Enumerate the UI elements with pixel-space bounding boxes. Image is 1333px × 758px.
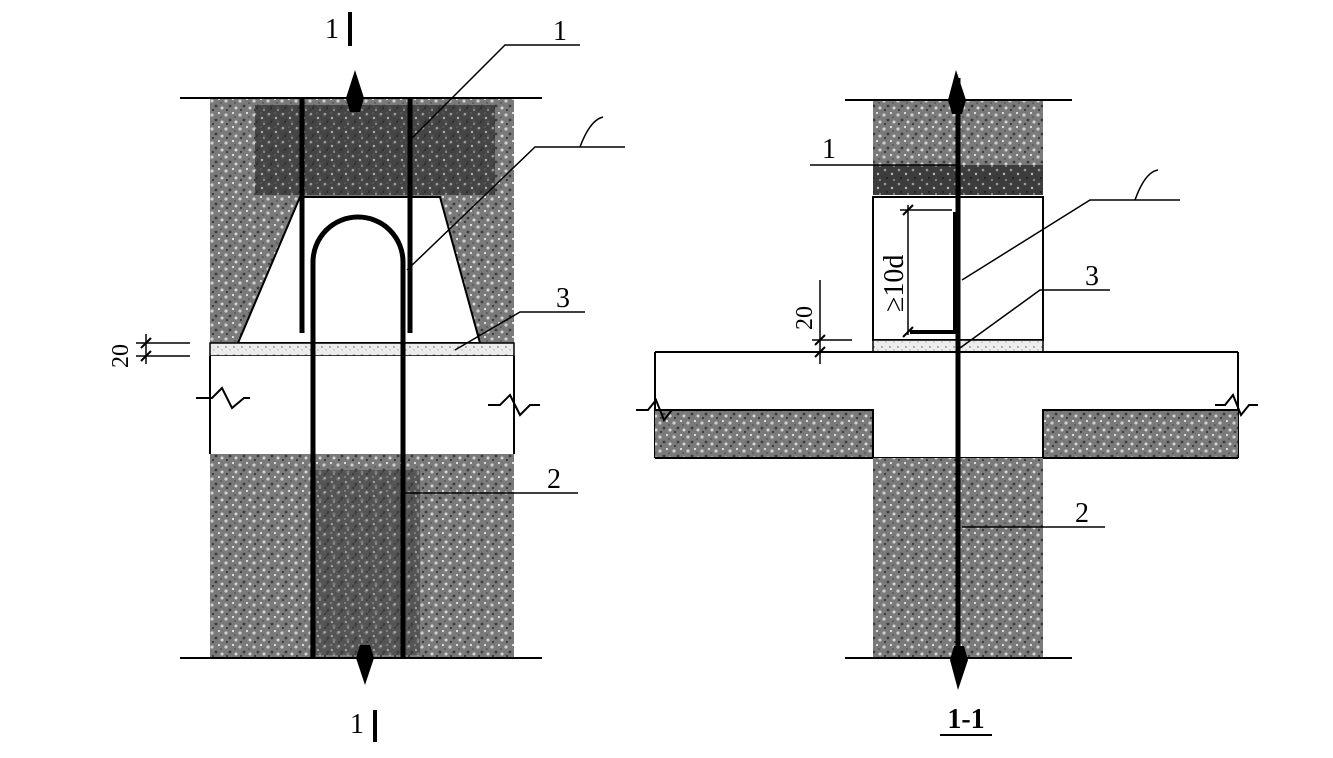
- right-l-bar: [910, 212, 957, 334]
- left-section-mark-bottom: 1: [350, 709, 364, 740]
- left-callout-1: 1: [553, 16, 567, 47]
- right-callout-1: 1: [822, 134, 836, 165]
- right-section-caption: 1-1: [947, 704, 984, 735]
- right-dim-tick-1: [814, 334, 826, 346]
- right-leader-weld: [961, 199, 1180, 281]
- left-leader-3: [454, 311, 585, 351]
- right-break-symbol-left: [636, 398, 680, 422]
- left-leader-weld: [406, 146, 625, 271]
- left-callout-3: 3: [556, 283, 570, 314]
- right-weld-symbol: [1134, 169, 1159, 201]
- left-weld-symbol: [579, 116, 604, 148]
- left-section-mark-top: 1: [325, 14, 339, 45]
- right-top-break-arrow: [948, 70, 966, 114]
- right-leader-3: [959, 289, 1110, 349]
- left-dim-tick-2: [140, 350, 152, 362]
- left-view: [136, 12, 625, 742]
- left-top-break-arrow: [346, 70, 364, 112]
- right-slab-hatched-right: [1043, 410, 1238, 458]
- right-anchorage-note: ≥10d: [879, 255, 910, 312]
- left-mortar-bed: [209, 342, 515, 357]
- left-leader-1: [409, 44, 580, 141]
- left-dim-tick-1: [140, 337, 152, 349]
- left-upper-wall-dark-zone: [255, 105, 495, 195]
- left-bottom-break-arrow: [356, 645, 374, 685]
- right-bottom-break-arrow: [950, 646, 968, 690]
- right-dimension-label: 20: [792, 306, 818, 330]
- left-break-symbol-left: [196, 386, 250, 410]
- left-callout-2: 2: [547, 464, 561, 495]
- left-u-rebar-2: [310, 214, 406, 658]
- right-callout-2: 2: [1075, 498, 1089, 529]
- right-view: [636, 70, 1258, 736]
- right-dim-tick-2: [814, 346, 826, 358]
- left-dimension-label: 20: [108, 344, 134, 368]
- right-callout-3: 3: [1085, 261, 1099, 292]
- right-slab-hatched-left: [655, 410, 873, 458]
- left-floor-slab: [210, 356, 514, 454]
- left-break-symbol-right: [488, 393, 540, 417]
- right-anchor-tick-bottom: [902, 326, 914, 338]
- right-break-symbol-right: [1215, 393, 1258, 417]
- right-anchor-tick-top: [902, 204, 914, 216]
